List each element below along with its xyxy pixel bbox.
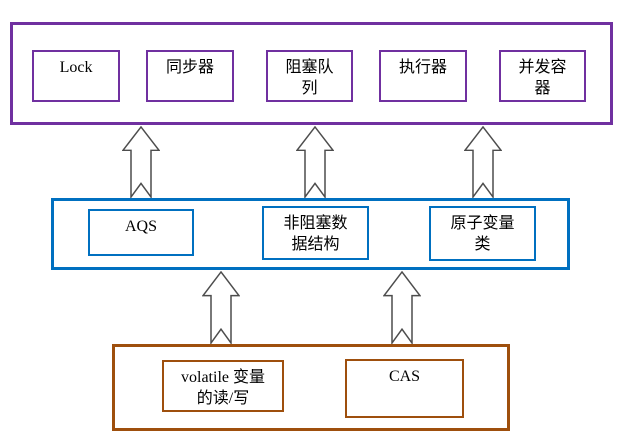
box-cas: CAS <box>345 359 464 418</box>
up-arrow-bottom-to-middle-1 <box>202 271 240 344</box>
box-concurrent-container: 并发容 器 <box>499 50 586 102</box>
up-arrow-icon <box>122 126 160 198</box>
box-volatile-read-write: volatile 变量 的读/写 <box>162 360 284 412</box>
up-arrow-icon <box>464 126 502 198</box>
bottom-layer-container: volatile 变量 的读/写 CAS <box>112 344 510 431</box>
up-arrow-icon <box>202 271 240 344</box>
box-synchronizer: 同步器 <box>146 50 234 102</box>
up-arrow-icon <box>296 126 334 198</box>
top-layer-container: Lock 同步器 阻塞队 列 执行器 并发容 器 <box>10 22 613 125</box>
up-arrow-middle-to-top-2 <box>296 126 334 198</box>
box-lock: Lock <box>32 50 120 102</box>
middle-layer-container: AQS 非阻塞数 据结构 原子变量 类 <box>51 198 570 270</box>
box-executor: 执行器 <box>379 50 467 102</box>
up-arrow-bottom-to-middle-2 <box>383 271 421 344</box>
box-atomic-variable-class: 原子变量 类 <box>429 206 536 261</box>
box-aqs: AQS <box>88 209 194 256</box>
box-blocking-queue: 阻塞队 列 <box>266 50 353 102</box>
box-nonblocking-data-structure: 非阻塞数 据结构 <box>262 206 369 260</box>
up-arrow-middle-to-top-3 <box>464 126 502 198</box>
up-arrow-middle-to-top-1 <box>122 126 160 198</box>
up-arrow-icon <box>383 271 421 344</box>
